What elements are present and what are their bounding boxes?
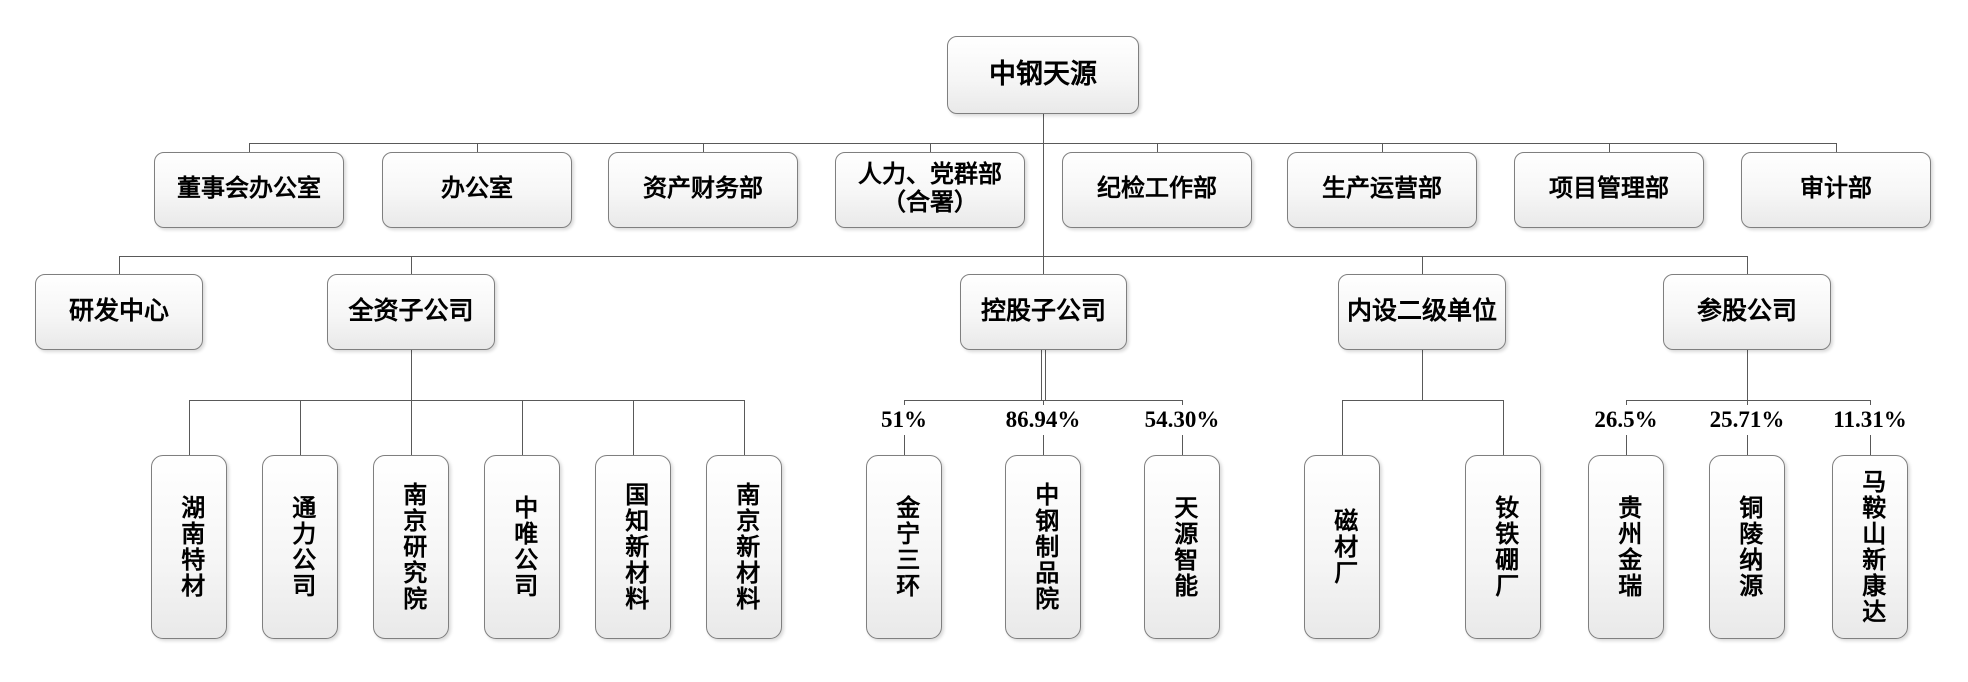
holding-connectors [904,350,1183,456]
org-node-nanjing-xincailiao: 南京新材料 [706,455,782,639]
equity-connectors [1626,350,1871,456]
org-node-rd-center: 研发中心 [35,274,203,350]
org-node-holding: 控股子公司 [960,274,1127,350]
stake-label-jinning-sanhuan: 51% [849,405,959,435]
org-node-operations-dept: 生产运营部 [1287,152,1477,228]
org-node-tianyuan-zhineng: 天源智能 [1144,455,1220,639]
root-to-categories-connectors [119,256,1748,275]
stake-label-tongling-nayuan: 25.71% [1692,405,1802,435]
wholly-owned-connectors [189,350,745,456]
org-node-guozhi-xincailiao: 国知新材料 [595,455,671,639]
stake-label-maanshan-xinkangda: 11.31% [1815,405,1925,435]
org-node-zhongwei: 中唯公司 [484,455,560,639]
org-node-finance-dept: 资产财务部 [608,152,798,228]
org-node-internal-units: 内设二级单位 [1338,274,1506,350]
stake-label-guizhou-jinrui: 26.5% [1571,405,1681,435]
org-node-hr-party-dept: 人力、党群部（合署） [835,152,1025,228]
org-node-office: 办公室 [382,152,572,228]
root-to-departments-connectors [249,114,1837,274]
org-node-audit-dept: 审计部 [1741,152,1931,228]
org-node-tongling-nayuan: 铜陵纳源 [1709,455,1785,639]
org-node-guizhou-jinrui: 贵州金瑞 [1588,455,1664,639]
org-node-jinning-sanhuan: 金宁三环 [866,455,942,639]
org-node-nanjing-yanjiuyuan: 南京研究院 [373,455,449,639]
org-node-board-office: 董事会办公室 [154,152,344,228]
org-node-tongli: 通力公司 [262,455,338,639]
org-node-nvtiepeng-chang: 钕铁硼厂 [1465,455,1541,639]
org-node-root: 中钢天源 [947,36,1139,114]
org-node-discipline-dept: 纪检工作部 [1062,152,1252,228]
stake-label-zhonggang-zhipinyuan: 86.94% [988,405,1098,435]
org-node-project-dept: 项目管理部 [1514,152,1704,228]
org-node-wholly-owned: 全资子公司 [327,274,495,350]
internal-units-connectors [1342,350,1504,456]
org-node-maanshan-xinkangda: 马鞍山新康达 [1832,455,1908,639]
org-node-hunan-tecai: 湖南特材 [151,455,227,639]
org-node-cicaichang: 磁材厂 [1304,455,1380,639]
org-node-equity: 参股公司 [1663,274,1831,350]
org-node-zhonggang-zhipinyuan: 中钢制品院 [1005,455,1081,639]
stake-label-tianyuan-zhineng: 54.30% [1127,405,1237,435]
